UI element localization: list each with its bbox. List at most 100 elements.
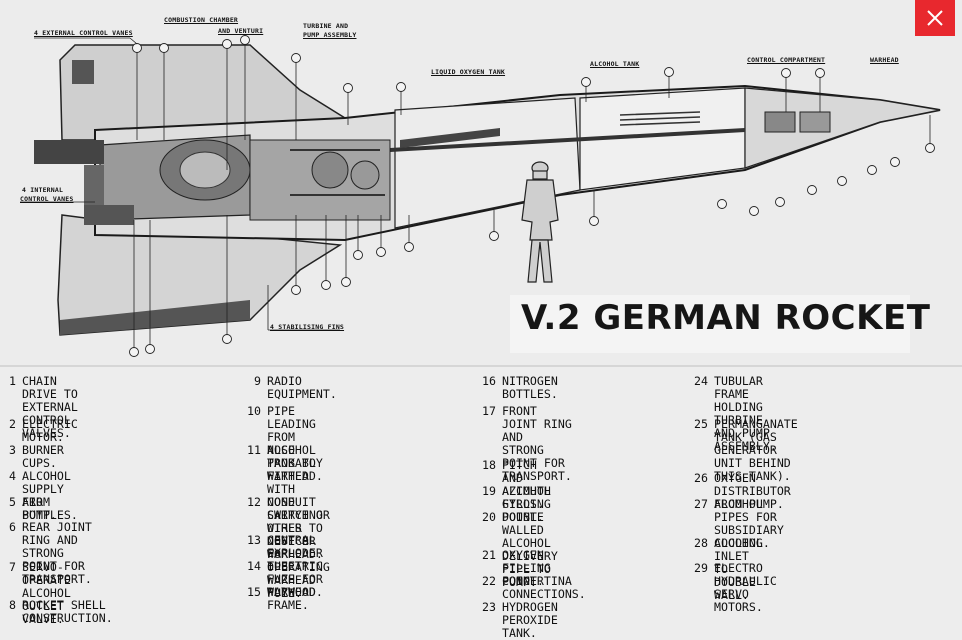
label-turbine-line2: PUMP ASSEMBLY	[303, 31, 357, 39]
label-liquid-oxygen-tank: LIQUID OXYGEN TANK	[431, 68, 506, 76]
legend-item-15: 15 PLYWOOD FRAME.	[245, 586, 316, 612]
legend-item-text: ELECTRO HYDRAULIC SERVO MOTORS.	[714, 561, 777, 614]
legend-item-3: 3 BURNER CUPS.	[0, 444, 64, 470]
legend-item-text: PITCH AND AZIMUTH GYROS.	[502, 458, 551, 511]
label-stabilising-fins: 4 STABILISING FINS	[270, 323, 345, 331]
legend-item-number: 4	[9, 469, 16, 483]
legend-item-number: 16	[482, 374, 496, 388]
legend-item-text: NOSE PROBABLY FITTED WITH NOSE SWITCH OR…	[267, 443, 330, 600]
legend-item-number: 5	[9, 495, 16, 509]
legend-item-14: 14 ELECTRIC FUZE FOR WARHEAD.	[245, 560, 323, 599]
legend-item-text: ELECTRIC MOTOR.	[22, 417, 78, 444]
legend-item-5: 5 AIR BOTTLES.	[0, 496, 78, 522]
legend-item-number: 3	[9, 443, 16, 457]
legend-item-6: 6 REAR JOINT RING AND STRONG POINT FOR TR…	[0, 521, 92, 586]
label-turbine-line1: TURBINE AND	[303, 22, 349, 30]
legend-item-text: CHAIN DRIVE TO EXTERNAL CONTROL VALVES.	[22, 374, 78, 440]
legend-item-number: 24	[694, 374, 708, 388]
legend-item-2: 2 ELECTRIC MOTOR.	[0, 418, 78, 444]
label-internal-control-vanes-line2: CONTROL VANES	[20, 195, 74, 203]
close-icon	[927, 10, 943, 26]
legend-item-22: 22 CONCERTINA CONNECTIONS.	[480, 575, 586, 601]
legend-item-text: FRONT JOINT RING AND STRONG POINT FOR TR…	[502, 404, 572, 483]
legend-item-23: 23 HYDROGEN PEROXIDE TANK.	[480, 601, 558, 640]
legend-item-number: 2	[9, 417, 16, 431]
legend-item-text: RADIO EQUIPMENT.	[267, 374, 337, 401]
legend-item-18: 18 PITCH AND AZIMUTH GYROS.	[480, 459, 551, 511]
legend-item-text: SERVO-OPERATE ALCOHOL OUTLET VALVE.	[22, 560, 71, 626]
rocket-cutaway-diagram: 4 EXTERNAL CONTROL VANES COMBUSTION CHAM…	[20, 16, 941, 357]
legend-item-number: 8	[9, 598, 16, 612]
legend-item-text: DOUBLE WALLED ALCOHOL DELIVERY PIPE TO P…	[502, 510, 558, 589]
legend-item-text: PLYWOOD FRAME.	[267, 585, 316, 612]
legend-item-number: 10	[247, 404, 261, 418]
legend-item-text: CONCERTINA CONNECTIONS.	[502, 574, 586, 601]
legend-item-text: ROCKET SHELL CONSTRUCTION.	[22, 598, 113, 625]
legend-item-text: ALCOHOL INLET TO DOUBLE WALL.	[714, 536, 763, 602]
legend-item-25: 25 PERMANGANATE TANK (GAS GENERATOR UNIT …	[692, 418, 798, 483]
legend-item-28: 28 ALCOHOL INLET TO DOUBLE WALL.	[692, 537, 763, 602]
legend-item-26: 26 OXYGEN DISTRIBUTOR FROM PUMP.	[692, 472, 791, 511]
legend-item-9: 9 RADIO EQUIPMENT.	[245, 375, 337, 401]
legend-item-text: PERMANGANATE TANK (GAS GENERATOR UNIT BE…	[714, 417, 798, 483]
title-panel	[510, 295, 910, 353]
legend-item-12: 12 CONDUIT CARRYING WIRES TO NOSE OR WARH…	[245, 496, 323, 561]
legend-item-24: 24 TUBULAR FRAME HOLDING TURBINE AND PUMP…	[692, 375, 777, 453]
label-alcohol-tank: ALCOHOL TANK	[590, 60, 640, 68]
rocket-illustration	[20, 35, 941, 357]
label-control-compartment: CONTROL COMPARTMENT	[747, 56, 826, 64]
legend-item-number: 6	[9, 520, 16, 534]
legend-item-text: REAR JOINT RING AND STRONG POINT FOR TRA…	[22, 520, 92, 586]
page-title: V.2 GERMAN ROCKET	[521, 298, 931, 338]
label-combustion-chamber-line1: COMBUSTION CHAMBER	[164, 16, 239, 24]
legend-item-13: 13 CENTRAL EXPLODER TUBE.	[245, 534, 323, 573]
legend-item-text: PIPE LEADING FROM ALCOHOL TANK TO WARHEA…	[267, 404, 323, 483]
legend-item-text: ALCOHOL FILLING POINT.	[502, 484, 551, 524]
legend-item-number: 13	[247, 533, 261, 547]
label-combustion-chamber-line2: AND VENTURI	[218, 27, 264, 35]
label-warhead: WARHEAD	[870, 56, 899, 64]
legend-item-number: 19	[482, 484, 496, 498]
legend-item-text: ALCOHOL SUPPLY FROM PUMP.	[22, 469, 71, 522]
legend-item-number: 12	[247, 495, 261, 509]
legend-item-text: HYDROGEN PEROXIDE TANK.	[502, 600, 558, 640]
legend-item-text: NITROGEN BOTTLES.	[502, 374, 558, 401]
parts-legend: 1 CHAIN DRIVE TO EXTERNAL CONTROL VALVES.…	[0, 365, 962, 640]
legend-item-text: ALCOHOL PIPES FOR SUBSIDIARY COOLING.	[714, 497, 784, 550]
legend-item-number: 25	[694, 417, 708, 431]
legend-item-text: BURNER CUPS.	[22, 443, 64, 470]
legend-item-text: ELECTRIC FUZE FOR WARHEAD.	[267, 559, 323, 599]
legend-item-number: 11	[247, 443, 261, 457]
legend-item-7: 7 SERVO-OPERATE ALCOHOL OUTLET VALVE.	[0, 561, 71, 626]
legend-item-16: 16 NITROGEN BOTTLES.	[480, 375, 558, 401]
close-button[interactable]	[915, 0, 955, 36]
legend-item-text: CENTRAL EXPLODER TUBE.	[267, 533, 323, 573]
legend-item-8: 8 ROCKET SHELL CONSTRUCTION.	[0, 599, 113, 625]
legend-item-number: 20	[482, 510, 496, 524]
legend-item-27: 27 ALCOHOL PIPES FOR SUBSIDIARY COOLING.	[692, 498, 784, 550]
legend-item-text: OXYGEN FILLING POINT.	[502, 548, 551, 588]
legend-item-number: 7	[9, 560, 16, 574]
legend-item-number: 1	[9, 374, 16, 388]
legend-item-number: 23	[482, 600, 496, 614]
legend-item-19: 19 ALCOHOL FILLING POINT.	[480, 485, 551, 524]
legend-item-text: CONDUIT CARRYING WIRES TO NOSE OR WARHEA…	[267, 495, 323, 561]
legend-item-number: 28	[694, 536, 708, 550]
legend-item-text: AIR BOTTLES.	[22, 495, 78, 522]
legend-item-number: 14	[247, 559, 261, 573]
legend-item-number: 15	[247, 585, 261, 599]
legend-item-number: 18	[482, 458, 496, 472]
label-external-control-vanes: 4 EXTERNAL CONTROL VANES	[34, 29, 133, 37]
legend-item-1: 1 CHAIN DRIVE TO EXTERNAL CONTROL VALVES.	[0, 375, 78, 440]
legend-item-text: TUBULAR FRAME HOLDING TURBINE AND PUMP A…	[714, 374, 777, 453]
legend-item-4: 4 ALCOHOL SUPPLY FROM PUMP.	[0, 470, 71, 522]
legend-item-20: 20 DOUBLE WALLED ALCOHOL DELIVERY PIPE TO…	[480, 511, 558, 589]
legend-item-number: 26	[694, 471, 708, 485]
legend-item-text: OXYGEN DISTRIBUTOR FROM PUMP.	[714, 471, 791, 511]
legend-item-number: 9	[254, 374, 261, 388]
legend-item-number: 27	[694, 497, 708, 511]
legend-item-number: 22	[482, 574, 496, 588]
